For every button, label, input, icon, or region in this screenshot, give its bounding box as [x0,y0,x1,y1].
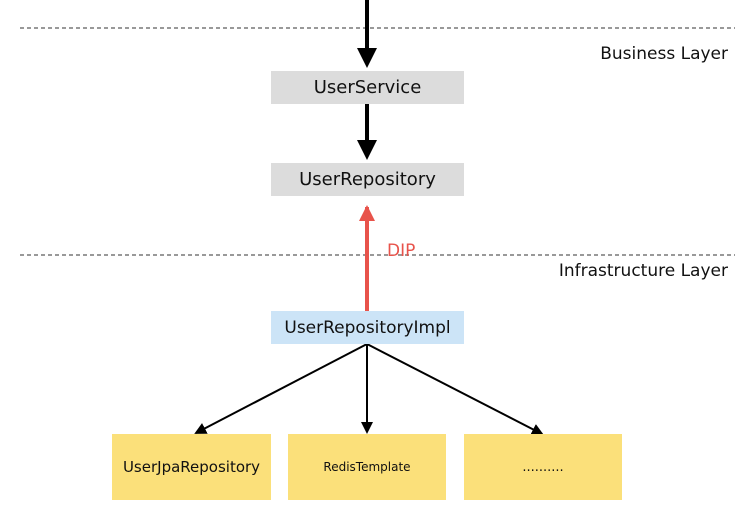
user-repository-node: UserRepository [271,163,464,196]
user-service-node: UserService [271,71,464,104]
redis-template-node: RedisTemplate [288,434,446,500]
business-layer-label: Business Layer [600,44,728,64]
other-implementation-node: .......... [464,434,622,500]
dip-label: DIP [387,241,416,261]
impl-to-other-arrow [366,343,544,435]
user-repository-impl-node: UserRepositoryImpl [271,311,464,344]
impl-to-jpa-arrow [194,343,368,434]
infrastructure-layer-label: Infrastructure Layer [558,261,728,281]
user-jpa-repository-node: UserJpaRepository [112,434,271,500]
